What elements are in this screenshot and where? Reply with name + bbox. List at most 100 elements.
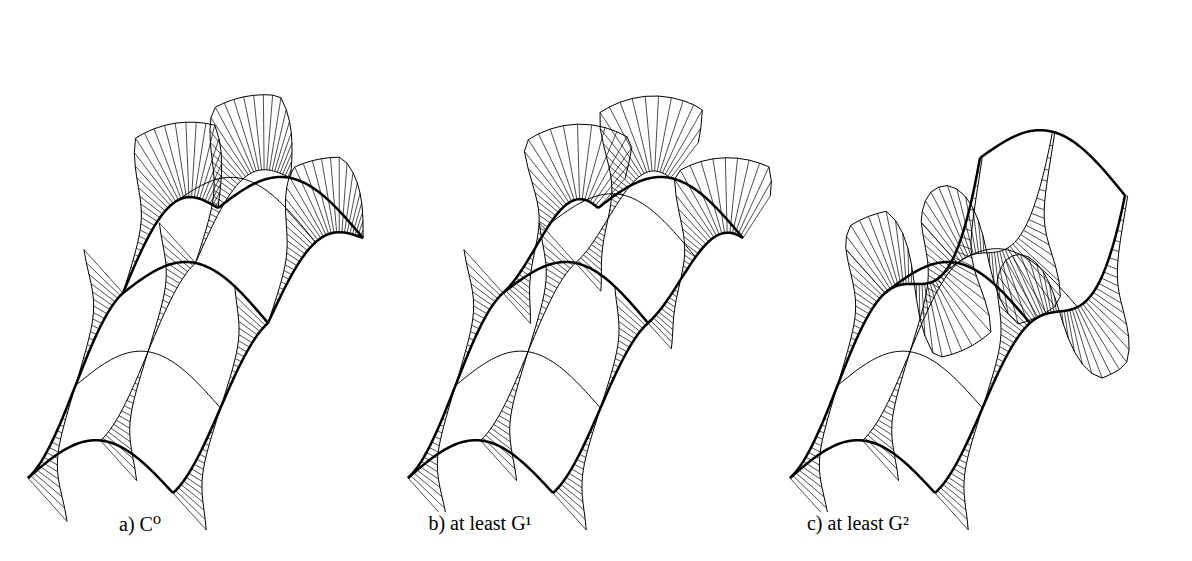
comb-tooth — [578, 124, 580, 199]
comb-tooth — [543, 300, 549, 303]
comb-tooth — [855, 299, 871, 309]
comb-tooth — [178, 488, 204, 511]
comb-tooth — [935, 493, 968, 530]
comb-tooth — [286, 226, 310, 247]
comb-tooth — [286, 218, 313, 245]
comb-tooth — [617, 306, 643, 329]
cross-section — [456, 351, 601, 408]
comb-tooth — [951, 473, 964, 481]
comb-tooth — [212, 162, 237, 184]
comb-tooth — [210, 142, 243, 179]
comb-tooth — [138, 188, 165, 211]
boundary-curve — [28, 197, 218, 478]
comb-tooth — [491, 428, 510, 442]
comb-tooth — [184, 481, 203, 495]
comb-tooth — [597, 237, 604, 242]
comb-tooth — [93, 319, 102, 324]
comb-tooth — [1083, 304, 1127, 362]
boundary-curve — [503, 262, 648, 323]
comb-tooth — [1045, 169, 1049, 170]
comb-tooth — [1031, 213, 1044, 218]
comb-tooth — [740, 181, 771, 236]
comb-tooth — [166, 282, 177, 288]
comb-tooth — [194, 464, 203, 469]
comb-tooth — [1088, 299, 1129, 337]
comb-tooth — [213, 196, 224, 203]
comb-tooth — [655, 96, 659, 171]
comb-tooth — [648, 323, 671, 349]
comb-envelope — [671, 158, 771, 349]
comb-tooth — [295, 167, 326, 235]
comb-tooth — [895, 220, 903, 284]
comb-tooth — [556, 490, 586, 519]
comb-tooth — [504, 406, 512, 410]
comb-tooth — [160, 313, 164, 315]
comb-tooth — [154, 129, 181, 199]
comb-envelope — [921, 132, 1060, 324]
comb-tooth — [946, 481, 965, 495]
comb-tooth — [472, 325, 479, 329]
comb-tooth — [84, 250, 123, 293]
comb-tooth — [609, 107, 644, 173]
comb-tooth — [732, 160, 749, 233]
comb-tooth — [1029, 220, 1045, 227]
boundary-curve — [790, 440, 935, 493]
comb-tooth — [668, 128, 701, 176]
comb-tooth — [141, 204, 160, 218]
comb-tooth — [135, 383, 138, 384]
comb-tooth — [619, 328, 635, 339]
comb-tooth — [671, 143, 699, 178]
cross-section — [171, 177, 316, 242]
comb-tooth — [238, 341, 249, 348]
comb-tooth — [545, 288, 554, 293]
comb-tooth — [1109, 258, 1118, 261]
comb-tooth — [158, 319, 161, 320]
comb-tooth — [1096, 288, 1121, 303]
comb-tooth — [663, 105, 694, 173]
comb-tooth — [130, 395, 135, 397]
comb-tooth — [192, 122, 197, 197]
comb-tooth — [676, 196, 711, 240]
comb-tooth — [93, 313, 104, 319]
comb-tooth — [606, 156, 633, 182]
comb-tooth — [690, 165, 719, 234]
comb-tooth — [176, 490, 206, 519]
comb-tooth — [1013, 244, 1060, 296]
comb-tooth — [546, 282, 557, 288]
comb-tooth — [280, 143, 292, 173]
comb-tooth — [1101, 278, 1118, 286]
comb-tooth — [132, 389, 136, 391]
comb-tooth — [940, 277, 990, 332]
comb-tooth — [1039, 189, 1046, 191]
comb-tooth — [600, 113, 641, 176]
comb-tooth — [661, 308, 673, 318]
comb-tooth — [1080, 306, 1119, 370]
longitudinal-curve — [101, 170, 291, 441]
comb-tooth — [738, 167, 769, 235]
comb-tooth — [558, 488, 584, 511]
comb-tooth — [854, 325, 861, 329]
comb-tooth — [287, 247, 302, 258]
boundary-curve — [553, 233, 743, 493]
comb-tooth — [1023, 230, 1049, 245]
boundary-curve — [980, 130, 1125, 195]
comb-tooth — [474, 306, 487, 314]
comb-tooth — [31, 475, 65, 508]
comb-tooth — [141, 224, 152, 230]
comb-tooth — [935, 280, 972, 345]
comb-tooth — [859, 220, 893, 287]
comb-tooth — [666, 301, 674, 307]
comb-tooth — [619, 321, 638, 335]
comb-tooth — [876, 424, 892, 434]
comb-tooth — [938, 279, 982, 340]
comb-tooth — [94, 306, 107, 314]
cross-section — [551, 194, 696, 257]
comb-tooth — [186, 477, 202, 488]
comb-tooth — [244, 97, 259, 170]
comb-tooth — [429, 447, 438, 452]
comb-tooth — [953, 469, 964, 476]
comb-tooth — [569, 473, 582, 481]
comb-tooth — [197, 459, 205, 463]
comb-tooth — [665, 110, 702, 174]
comb-tooth — [122, 411, 131, 416]
